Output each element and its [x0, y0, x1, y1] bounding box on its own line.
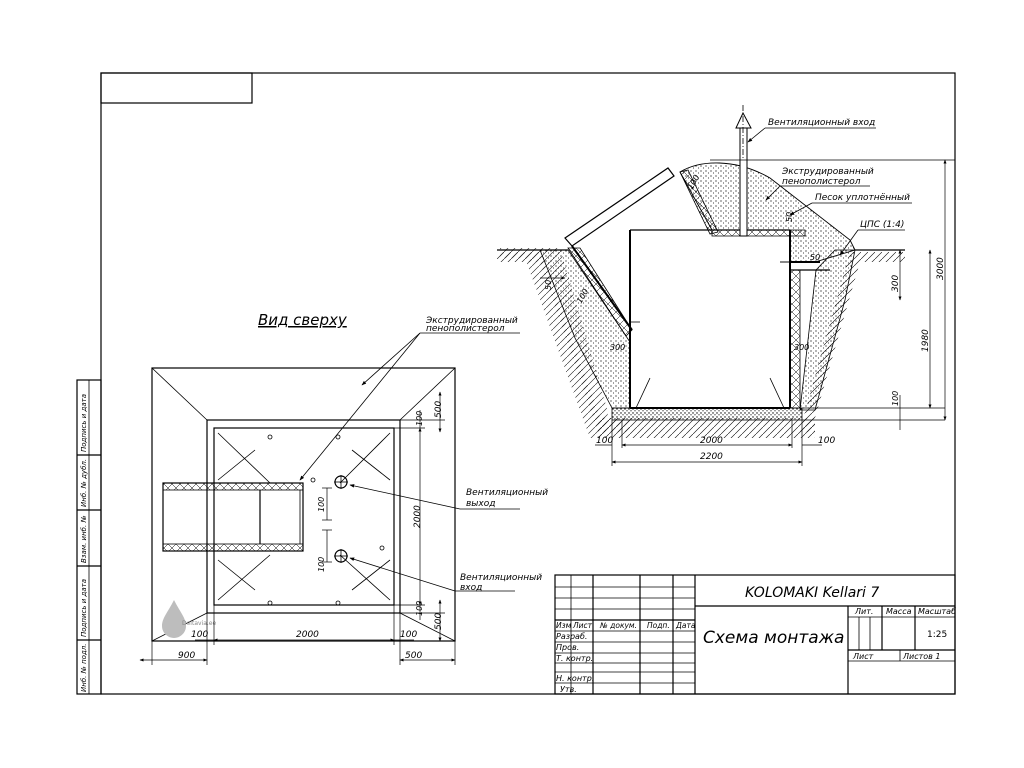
plan-vent-out-2: выход: [466, 499, 495, 509]
watermark-drop-icon: [162, 600, 186, 638]
plan-dim-100-l: 100: [191, 630, 208, 640]
row-tkontr: Т. контр.: [556, 654, 593, 663]
plan-dim-500-rt: 500: [434, 401, 444, 418]
col-sign: Подп.: [647, 621, 670, 630]
side-stamp: Подпись и дата Инб. № дубл. Взам. инб. №…: [76, 379, 102, 695]
sheets-label: Листов 1: [902, 652, 941, 661]
plan-heading: Вид сверху: [258, 311, 348, 329]
title-block: KOLOMAKI Kellari 7 Схема монтажа Изм Лис…: [554, 574, 956, 695]
sec-dim-300-r: 300: [794, 343, 809, 352]
row-nkontr: Н. контр.: [556, 674, 594, 683]
sec-dim-3000: 3000: [936, 257, 946, 280]
product-name: KOLOMAKI Kellari 7: [745, 585, 879, 601]
plan-dim-100-r: 100: [400, 630, 417, 640]
plan-dim-100-rt: 100: [415, 411, 424, 426]
col-doc: № докум.: [599, 621, 637, 630]
plan-dim-2000-v: 2000: [413, 505, 423, 528]
scale-value: 1:25: [927, 630, 947, 640]
drawing-title: Схема монтажа: [703, 628, 844, 648]
sec-dim-100-bl: 100: [596, 436, 613, 446]
plan-dim-500-b: 500: [405, 651, 422, 661]
sec-dim-1980: 1980: [921, 329, 931, 352]
plan-xps-1: Экструдированный: [425, 316, 518, 326]
section-xps-1: Экструдированный: [781, 167, 874, 177]
row-utv: Утв.: [560, 685, 577, 694]
plan-vent-in-2: вход: [460, 583, 482, 593]
row-prov: Пров.: [556, 643, 579, 652]
col-date: Дата: [675, 621, 696, 630]
row-razrab: Разраб.: [556, 632, 587, 641]
plan-dim-2000-h: 2000: [296, 630, 319, 640]
plan-dim-100-rb: 100: [415, 601, 424, 616]
sec-dim-50-c: 50: [544, 280, 553, 290]
plan-view: Вид сверху: [139, 311, 548, 665]
section-vent-in: Вентиляционный вход: [768, 118, 875, 128]
sec-dim-300-side: 300: [891, 275, 901, 292]
lit-label: Лит.: [854, 607, 873, 616]
sec-dim-2200: 2200: [700, 452, 723, 462]
side-stamp-f1: Подпись и дата: [80, 394, 88, 452]
sec-dim-100-base: 100: [891, 391, 900, 406]
plan-xps-2: пенополистерол: [426, 324, 505, 334]
scale-label: Масштаб: [918, 607, 956, 616]
plan-vent-out-1: Вентиляционный: [466, 488, 548, 498]
section-view: Вентиляционный вход Экструдированный пен…: [497, 105, 955, 466]
side-stamp-f3: Взам. инб. №: [80, 515, 88, 563]
side-stamp-f4: Подпись и дата: [80, 579, 88, 637]
dim-vent1: 100: [317, 497, 326, 512]
vent-arrow-icon: [735, 111, 752, 129]
mass-label: Масса: [886, 607, 912, 616]
plan-dim-900: 900: [178, 651, 195, 661]
section-cps: ЦПС (1:4): [860, 220, 904, 230]
sec-dim-50-b: 50: [810, 253, 820, 262]
plan-dim-500-rb: 500: [434, 613, 444, 630]
side-stamp-f5: Инб. № подл.: [80, 644, 88, 692]
sec-dim-50-a: 50: [785, 212, 794, 222]
sheet-label: Лист: [852, 652, 874, 661]
dim-vent2: 100: [317, 557, 326, 572]
sec-dim-100-br: 100: [818, 436, 835, 446]
section-xps-2: пенополистерол: [782, 177, 861, 187]
col-list: Лист: [572, 621, 593, 630]
col-izm: Изм: [556, 621, 572, 630]
sec-dim-300-l: 300: [610, 343, 625, 352]
sec-dim-2000: 2000: [700, 436, 723, 446]
plan-vent-in-1: Вентиляционный: [460, 573, 542, 583]
section-sand: Песок уплотнённый: [815, 193, 910, 203]
side-stamp-f2: Инб. № дубл.: [80, 459, 88, 507]
watermark-text: Deltavia.ee: [182, 620, 217, 627]
